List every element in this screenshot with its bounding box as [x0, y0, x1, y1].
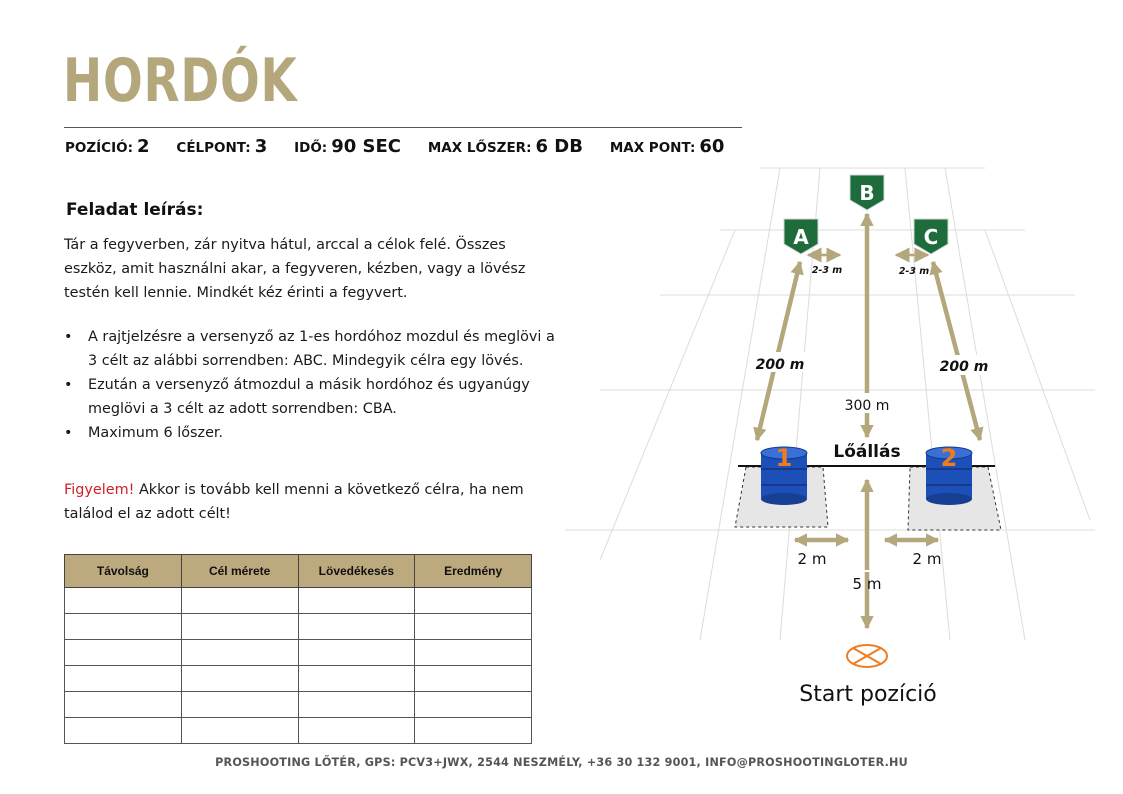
start-distance-label: 5 m [853, 575, 882, 593]
stat-label: MAX PONT: [609, 140, 696, 156]
shooting-lanes [753, 212, 984, 630]
stat-max-ammo: MAX LŐSZER:6 DB [428, 136, 583, 157]
column-header: Eredmény [414, 554, 532, 588]
description-paragraph: Tár a fegyverben, zár nyitva hátul, arcc… [64, 237, 526, 301]
warning-text: Akkor is tovább kell menni a következő c… [64, 482, 524, 522]
target-b-label: B [859, 181, 874, 205]
table-cell[interactable] [297, 639, 416, 666]
warning-label: Figyelem! [64, 482, 135, 498]
table-cell[interactable] [64, 665, 182, 692]
table-cell[interactable] [414, 613, 532, 640]
target-a-shield-icon [783, 218, 819, 255]
table-cell[interactable] [297, 613, 416, 640]
gap-left-label: 2-3 m [812, 265, 842, 276]
table-cell[interactable] [64, 717, 182, 744]
table-cell[interactable] [414, 587, 532, 614]
table-row [64, 587, 532, 614]
column-header: Távolság [64, 554, 182, 588]
description-heading: Feladat leírás: [66, 200, 204, 220]
table-cell[interactable] [180, 613, 299, 640]
table-cell[interactable] [297, 717, 416, 744]
distance-center-label: 300 m [845, 398, 890, 414]
arrow-right-lane [929, 260, 984, 442]
target-c-shield-icon [913, 218, 949, 255]
barrel-left-distance: 2 m [798, 550, 827, 568]
table-header-row: Távolság Cél mérete Lövedékesés Eredmény [64, 554, 532, 588]
table-cell[interactable] [64, 691, 182, 718]
stat-value: 6 DB [535, 136, 583, 157]
footer-contact: PROSHOOTING LŐTÉR, GPS: PCV3+JWX, 2544 N… [215, 756, 908, 769]
table-cell[interactable] [297, 665, 416, 692]
stat-label: POZÍCIÓ: [65, 140, 133, 156]
stat-time: IDŐ:90 SEC [294, 136, 401, 157]
stat-value: 90 SEC [331, 136, 401, 157]
distance-left-label: 200 m [756, 357, 805, 373]
stat-value: 3 [254, 136, 268, 157]
firing-line-label: Lőállás [833, 442, 900, 462]
range-diagram: Lőállás 200 m 300 m 200 m 2-3 m 2-3 m 2 … [565, 167, 1095, 707]
distance-right-label: 200 m [940, 359, 989, 375]
barrel-2: 2 [925, 444, 973, 505]
table-row [64, 613, 532, 640]
stat-value: 60 [699, 136, 725, 157]
table-row [64, 717, 532, 744]
stat-value: 2 [137, 136, 150, 157]
start-marker-icon [846, 644, 888, 668]
column-header: Lövedékesés [297, 554, 416, 588]
arrow-left-lane [753, 260, 804, 442]
perspective-grid [565, 167, 1095, 641]
table-cell[interactable] [414, 665, 532, 692]
warning-note: Figyelem! Akkor is tovább kell menni a k… [64, 478, 544, 526]
barrel-1-body-icon [761, 453, 807, 499]
table-cell[interactable] [180, 587, 299, 614]
table-cell[interactable] [414, 691, 532, 718]
target-c: C [913, 218, 949, 255]
target-b-shield-icon [849, 174, 885, 211]
table-cell[interactable] [414, 639, 532, 666]
target-a-label: A [793, 225, 809, 249]
table-cell[interactable] [180, 639, 299, 666]
title-divider [64, 127, 742, 128]
table-row [64, 639, 532, 666]
table-cell[interactable] [297, 587, 416, 614]
table-cell[interactable] [180, 665, 299, 692]
results-table: Távolság Cél mérete Lövedékesés Eredmény [64, 554, 532, 744]
table-row [64, 665, 532, 692]
barrel-2-label: 2 [941, 444, 958, 472]
page-title: HORDÓK [63, 46, 298, 116]
start-position-label: Start pozíció [799, 682, 937, 707]
list-item: A rajtjelzésre a versenyző az 1-es hordó… [64, 325, 564, 373]
target-a: A [783, 218, 819, 255]
barrel-1: 1 [760, 444, 808, 505]
stat-max-points: MAX PONT:60 [610, 136, 725, 157]
table-cell[interactable] [414, 717, 532, 744]
table-row [64, 691, 532, 718]
table-cell[interactable] [180, 717, 299, 744]
target-b: B [849, 174, 885, 211]
column-header: Cél mérete [180, 554, 299, 588]
list-item: Maximum 6 lőszer. [64, 421, 564, 445]
table-cell[interactable] [297, 691, 416, 718]
stats-bar: POZÍCIÓ:2 CÉLPONT:3 IDŐ:90 SEC MAX LŐSZE… [65, 136, 746, 157]
table-cell[interactable] [64, 587, 182, 614]
barrel-2-body-icon [926, 453, 972, 499]
stat-position: POZÍCIÓ:2 [65, 136, 150, 157]
list-item: Ezután a versenyző átmozdul a másik hord… [64, 373, 564, 421]
stat-label: CÉLPONT: [176, 140, 251, 156]
barrel-right-distance: 2 m [913, 550, 942, 568]
stat-label: IDŐ: [294, 140, 328, 156]
gap-right-label: 2-3 m [899, 266, 929, 277]
table-cell[interactable] [64, 639, 182, 666]
table-cell[interactable] [64, 613, 182, 640]
table-cell[interactable] [180, 691, 299, 718]
barrel-1-label: 1 [776, 444, 793, 472]
target-c-label: C [924, 225, 939, 249]
rules-list: A rajtjelzésre a versenyző az 1-es hordó… [64, 325, 564, 445]
stat-label: MAX LŐSZER: [427, 140, 532, 156]
stat-targets: CÉLPONT:3 [176, 136, 267, 157]
